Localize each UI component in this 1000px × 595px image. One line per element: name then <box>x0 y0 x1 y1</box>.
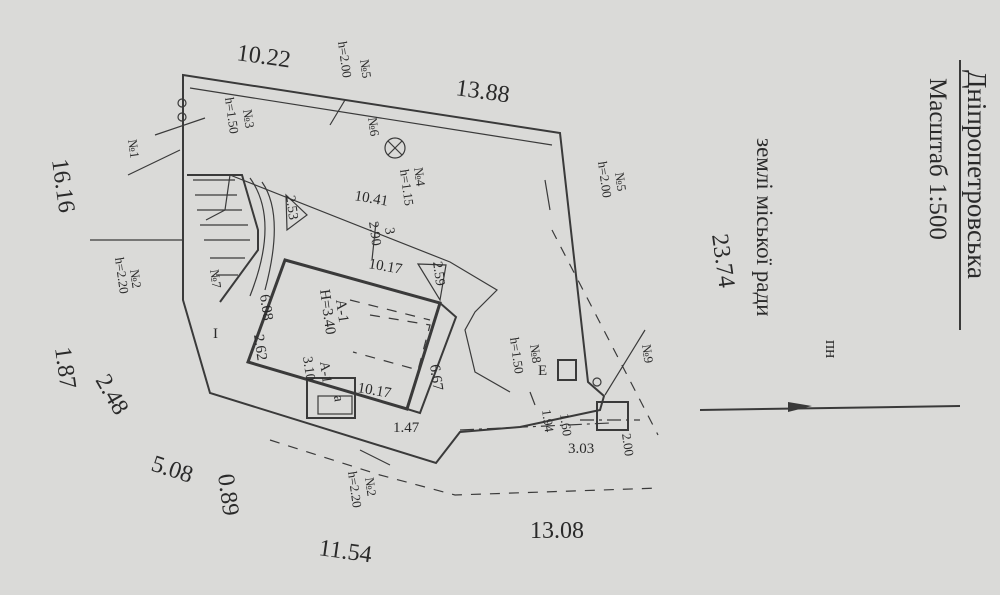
dim-left-small: 1.87 <box>49 345 81 390</box>
fence-no1: №1 <box>125 138 142 159</box>
roof-marker-right <box>416 263 447 302</box>
lands-label: землі міської ради <box>752 138 777 316</box>
porch-label: а <box>330 394 346 403</box>
fence-no2-left-h: h=2.20 <box>112 256 132 294</box>
dim-house-side: 6.08 <box>256 293 275 321</box>
roof-right-label: 2.59 <box>429 260 447 286</box>
fence-no5-top-h: h=2.00 <box>335 40 355 78</box>
axis-lines <box>459 419 640 431</box>
yard-mark: І <box>213 326 218 342</box>
post-marker-left-top <box>177 98 187 108</box>
fence-no4-h: h=1.15 <box>397 168 417 206</box>
house-label: А-1 <box>332 298 351 323</box>
fence-no4: №4 <box>411 166 429 187</box>
fraction-top: 3 <box>381 226 397 235</box>
dim-gate-b: 2.00 <box>619 432 637 457</box>
house-height: Н=3.40 <box>316 288 338 335</box>
gate-box <box>596 401 629 431</box>
fence-no5-top: №5 <box>357 58 374 79</box>
roof-marker-left <box>285 193 308 232</box>
dim-house-back: 10.17 <box>356 380 393 402</box>
well-icon <box>384 137 406 159</box>
dim-gate-c: 1.94 <box>539 408 557 433</box>
fraction-bottom: 2.90 <box>365 220 383 246</box>
fence-no3-h: h=1.50 <box>222 96 242 134</box>
dim-gate-d: 1.60 <box>557 412 575 437</box>
city-title: Дніпропетровська <box>962 70 992 279</box>
annex-label: А-1 <box>316 360 334 384</box>
dim-gate-a: 3.03 <box>568 441 594 457</box>
lot-boundary-inner <box>189 87 553 146</box>
house-annex <box>405 301 458 415</box>
fence-no2-bottom: №2 <box>362 476 379 497</box>
utility-mark-e: Е <box>538 363 547 379</box>
house-partition <box>352 314 431 371</box>
porch-a <box>306 377 356 419</box>
porch-inner <box>317 395 353 415</box>
north-arrow-icon <box>699 402 961 412</box>
fence-no5-right-h: h=2.00 <box>595 160 615 198</box>
post-marker <box>592 377 602 387</box>
fence-no3: №3 <box>240 108 257 129</box>
fence-no7: №7 <box>207 268 225 289</box>
post-marker-left <box>177 112 187 122</box>
dim-bottom-small: 0.89 <box>212 472 244 517</box>
fence-no9: №9 <box>639 343 656 364</box>
fence-no5-right: №5 <box>612 171 629 192</box>
roof-left-label: 2.53 <box>282 194 300 220</box>
dim-house-front: 10.17 <box>367 256 404 278</box>
dim-annex-width: 2.62 <box>250 333 269 361</box>
fence-leaders <box>90 99 646 466</box>
utility-box-e <box>557 359 577 381</box>
fence-no6: №6 <box>365 116 383 137</box>
fence-no2-bottom-h: h=2.20 <box>345 470 365 508</box>
dim-house-corner: 1.47 <box>393 420 420 436</box>
fence-no8: №8 <box>527 343 544 364</box>
dim-house-top: 10.41 <box>353 188 389 210</box>
fence-no2-left: №2 <box>127 268 144 289</box>
dim-bottom-right: 13.08 <box>530 518 584 544</box>
dim-annex-side: 6.67 <box>426 363 446 392</box>
north-label: пн <box>822 340 841 358</box>
fraction-bar <box>371 221 377 261</box>
fence-no8-h: h=1.50 <box>507 336 527 374</box>
scale-label: Масштаб 1:500 <box>924 78 951 240</box>
stairs <box>187 174 275 303</box>
annex-height: 3.10 <box>299 355 317 381</box>
neighbour-boundary-lines <box>269 229 661 496</box>
